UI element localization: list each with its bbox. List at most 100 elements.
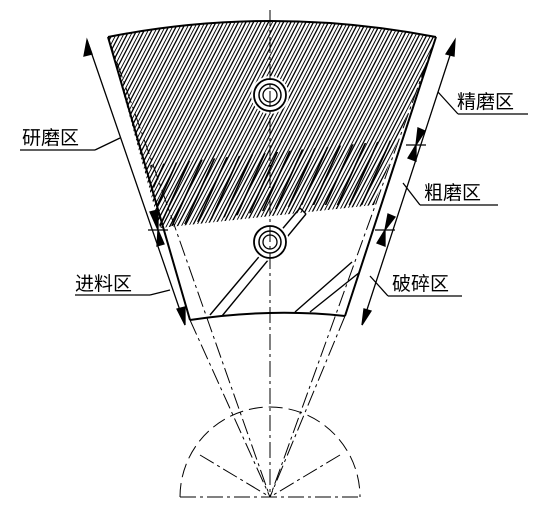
fine-tooth-edge — [469, 0, 547, 250]
fine-tooth — [209, 21, 341, 228]
fine-tooth-edge — [191, 21, 322, 228]
fine-tooth — [0, 0, 85, 250]
fine-teeth-pattern — [0, 0, 547, 250]
fine-tooth — [540, 0, 547, 250]
fine-tooth — [503, 0, 547, 250]
fine-tooth-edge — [281, 21, 412, 228]
crushing-zone-label: 破碎区 — [392, 273, 450, 295]
fine-tooth-edge — [288, 21, 420, 228]
fine-tooth — [458, 0, 547, 250]
fine-tooth-edge — [431, 21, 436, 228]
fine-tooth — [201, 21, 334, 228]
fine-tooth-edge — [108, 21, 135, 228]
fine-tooth — [533, 0, 547, 250]
fine-tooth — [164, 21, 296, 228]
fine-tooth — [488, 0, 547, 250]
fine-tooth-edge — [108, 21, 172, 228]
fine-tooth — [108, 21, 214, 228]
fine-tooth-edge — [0, 0, 89, 250]
fine-tooth — [480, 0, 547, 250]
fine-tooth-edge — [514, 0, 547, 250]
right-edge — [344, 36, 437, 317]
fine-tooth — [108, 21, 109, 228]
fine-tooth — [291, 21, 424, 228]
fine-tooth-edge — [236, 21, 367, 228]
fine-tooth-edge — [0, 0, 52, 250]
fine-tooth — [0, 0, 25, 250]
fine-tooth-edge — [462, 0, 547, 250]
fine-tooth — [396, 21, 436, 228]
fine-tooth-edge — [386, 21, 436, 228]
fine-tooth — [306, 21, 436, 228]
fine-tooth — [108, 21, 116, 228]
coarse-tooth — [96, 135, 141, 235]
fine-tooth — [0, 0, 78, 250]
fine-tooth — [108, 21, 154, 228]
disc-semicircle — [179, 406, 361, 498]
fine-tooth — [149, 21, 281, 228]
fine-tooth-edge — [507, 0, 547, 250]
fine-tooth-edge — [484, 0, 547, 250]
fine-tooth — [239, 21, 371, 228]
fine-tooth — [0, 0, 3, 250]
fine-tooth — [518, 0, 547, 250]
fine-tooth-edge — [273, 21, 405, 228]
fine-tooth — [269, 21, 401, 228]
fine-tooth-edge — [393, 21, 436, 228]
fine-tooth-edge — [303, 21, 435, 228]
fine-tooth — [411, 21, 436, 228]
fine-tooth-edge — [522, 0, 547, 250]
fine-tooth — [171, 21, 304, 228]
fine-tooth-edge — [0, 0, 97, 250]
fine-tooth — [299, 21, 431, 228]
fine-tooth — [510, 0, 547, 250]
fine-tooth — [0, 0, 55, 250]
fine-tooth — [0, 0, 48, 250]
fine-tooth-edge — [0, 0, 67, 250]
fine-tooth — [389, 21, 436, 228]
fine-tooth-edge — [168, 21, 300, 228]
fine-tooth — [108, 21, 161, 228]
fine-tooth-edge — [0, 0, 104, 250]
fine-tooth-edge — [499, 0, 547, 250]
fine-tooth-edge — [108, 21, 142, 228]
fine-tooth-edge — [228, 21, 360, 228]
fine-tooth — [314, 21, 436, 228]
fine-tooth-edge — [213, 21, 345, 228]
fine-tooth — [246, 21, 379, 228]
fine-tooth-edge — [108, 21, 165, 228]
fine-tooth — [0, 0, 70, 250]
fine-tooth — [419, 21, 436, 228]
fine-tooth-edge — [108, 21, 210, 228]
fine-tooth-edge — [0, 0, 44, 250]
fine-tooth-edge — [108, 21, 112, 228]
fine-tooth — [0, 0, 93, 250]
fine-tooth-edge — [198, 21, 330, 228]
fine-tooth-edge — [108, 21, 157, 228]
fine-tooth — [0, 0, 40, 250]
fine-tooth-edge — [0, 0, 37, 250]
fine-tooth — [141, 21, 274, 228]
fine-tooth — [443, 0, 547, 250]
fine-tooth-edge — [153, 21, 285, 228]
fine-tooth — [108, 21, 206, 228]
fine-tooth-edge — [0, 0, 74, 250]
fine-tooth-edge — [108, 21, 120, 228]
fine-tooth — [108, 21, 169, 228]
fine-tooth — [284, 21, 416, 228]
fine-tooth — [525, 0, 547, 250]
coarse-tooth — [335, 140, 382, 228]
fine-tooth-edge — [108, 21, 202, 228]
fine-tooth — [434, 21, 436, 228]
fine-tooth — [0, 0, 63, 250]
fine-tooth-edge — [266, 21, 397, 228]
fine-tooth — [179, 21, 311, 228]
fine-tooth-edge — [0, 0, 22, 250]
fine-tooth-edge — [296, 21, 427, 228]
coarse-zone-label: 粗磨区 — [424, 182, 482, 204]
right-dimension — [361, 37, 528, 326]
inner-arc — [189, 311, 346, 321]
fine-tooth — [186, 21, 319, 228]
fine-tooth-edge — [0, 0, 82, 250]
